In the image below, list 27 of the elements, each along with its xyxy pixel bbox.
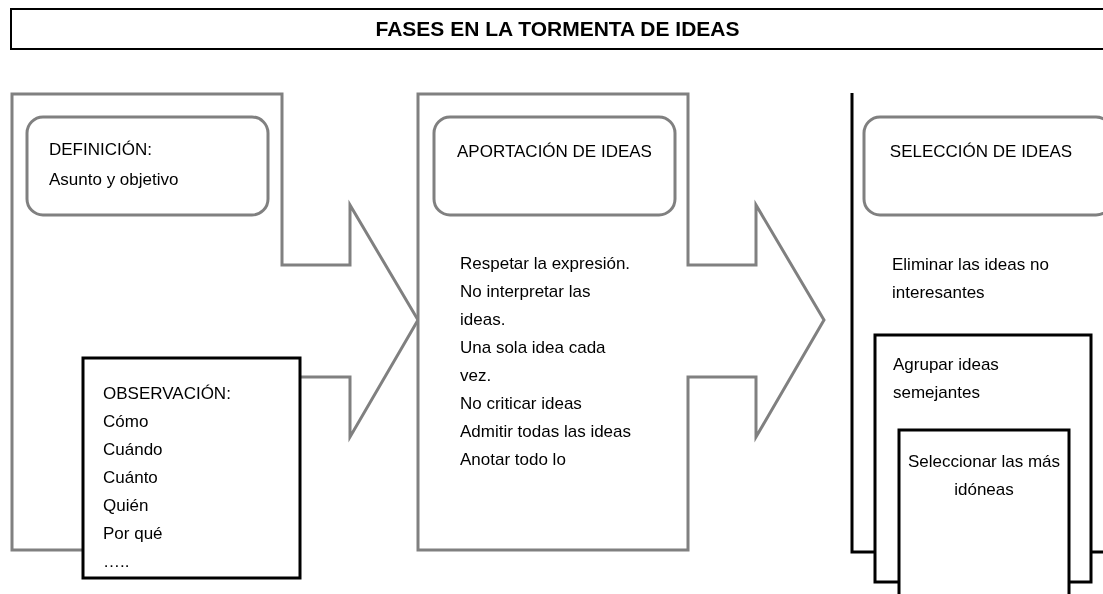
heading-box	[434, 117, 675, 215]
box-text: Eliminar las ideas no interesantes	[892, 254, 1050, 304]
box-text: Seleccionar las más idóneas	[907, 451, 1061, 501]
box-text: Agrupar ideas semejantes	[893, 354, 1000, 404]
box-text: Anotar todo lo	[460, 449, 567, 471]
box-text: Cómo	[103, 411, 150, 433]
box-text: Por qué	[103, 523, 164, 545]
note-box	[83, 358, 300, 578]
box-heading: DEFINICIÓN:	[49, 139, 153, 161]
box-text: APORTACIÓN DE IDEAS	[456, 141, 653, 163]
box-text: Quién	[103, 495, 150, 517]
box-heading: OBSERVACIÓN:	[103, 383, 232, 405]
step-box	[899, 430, 1069, 594]
phase-panel	[852, 93, 1103, 552]
diagram-title: FASES EN LA TORMENTA DE IDEAS	[375, 17, 740, 41]
heading-box	[27, 117, 268, 215]
box-text: No interpretar las ideas.	[460, 281, 592, 331]
box-text: Cuánto	[103, 467, 159, 489]
box-text: Asunto y objetivo	[49, 169, 180, 191]
box-text: No criticar ideas	[460, 393, 583, 415]
box-text: Una sola idea cada vez.	[460, 337, 607, 387]
box-text: …..	[103, 551, 131, 573]
heading-box	[864, 117, 1103, 215]
box-text: Admitir todas las ideas	[460, 421, 633, 443]
box-text: SELECCIÓN DE IDEAS	[888, 141, 1074, 163]
box-text: Cuándo	[103, 439, 164, 461]
box-text: Respetar la expresión.	[460, 253, 632, 275]
